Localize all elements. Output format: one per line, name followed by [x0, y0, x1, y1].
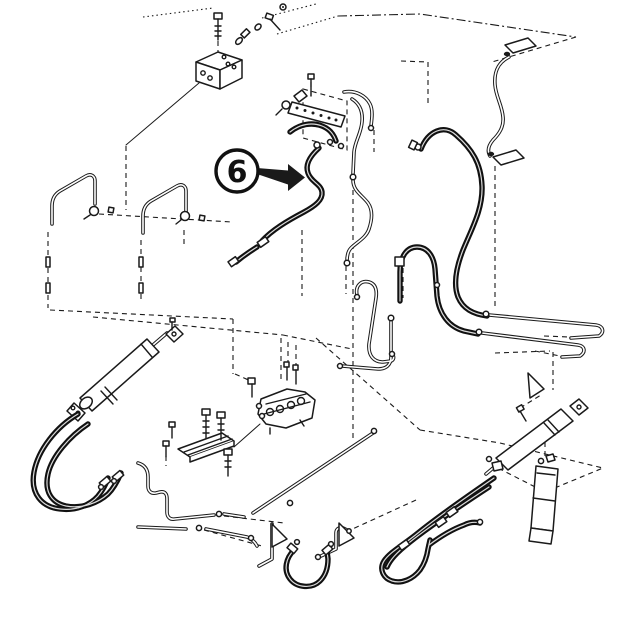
right-tilt-cylinder — [485, 398, 589, 472]
control-valve — [233, 361, 316, 448]
callout-arrow — [257, 164, 305, 191]
hydraulic-hoses-sheen — [33, 124, 494, 586]
pennant-brackets-bottom — [247, 372, 545, 561]
hydraulic-hoses — [30, 121, 497, 590]
pennant-tube-right — [487, 37, 537, 166]
port-block — [195, 51, 243, 90]
left-lift-cylinder — [66, 317, 184, 422]
steel-lines — [50, 55, 605, 568]
fittings-top-diagonal — [234, 3, 287, 46]
callout-number: 6 — [227, 155, 248, 190]
callout-balloon[interactable] — [214, 148, 260, 194]
steel-lines-highlight — [50, 55, 605, 568]
manifold-assembly — [275, 73, 346, 128]
block-bolt — [213, 12, 223, 41]
valve-mounting-plate — [162, 408, 235, 477]
hose-fittings — [45, 124, 490, 556]
callout-6[interactable]: 6 — [214, 148, 305, 194]
stabilizer-cylinder — [528, 453, 559, 545]
